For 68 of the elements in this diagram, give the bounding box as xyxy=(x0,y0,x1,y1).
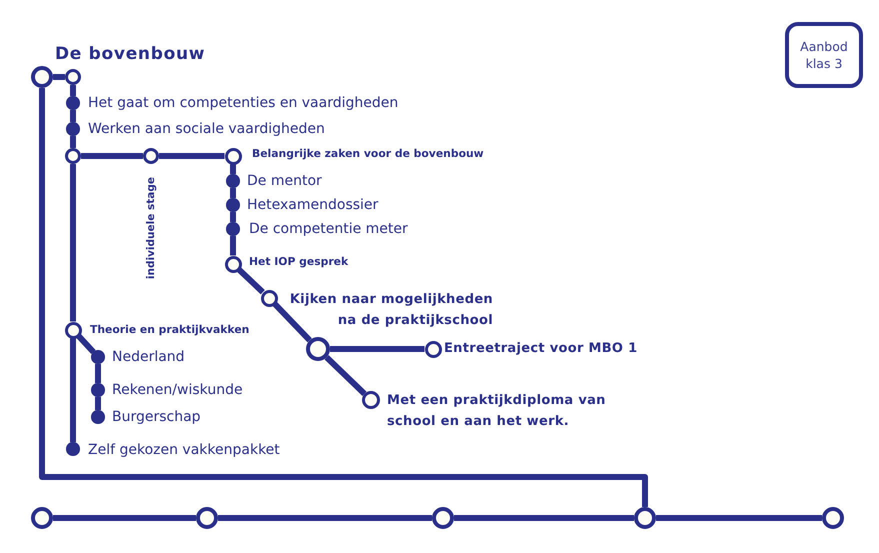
station-label: Theorie en praktijkvakken xyxy=(90,322,250,336)
station-label: Het gaat om competenties en vaardigheden xyxy=(88,94,398,113)
station-label: Entreetraject voor MBO 1 xyxy=(444,340,638,358)
metro-line xyxy=(237,268,265,294)
station-circle xyxy=(65,148,81,164)
station-dot xyxy=(226,198,240,212)
station-circle xyxy=(306,337,330,361)
station-circle xyxy=(224,148,242,164)
station-label: Belangrijke zaken voor de bovenbouw xyxy=(252,146,484,160)
metro-line xyxy=(81,153,143,159)
metro-line xyxy=(324,355,367,396)
station-dot xyxy=(91,410,105,424)
station-label: Het IOP gesprek xyxy=(249,254,348,268)
metro-line xyxy=(230,212,236,222)
info-card xyxy=(785,22,863,88)
metro-line xyxy=(76,334,96,354)
station-dot xyxy=(91,383,105,397)
metro-line xyxy=(70,85,76,96)
station-dot xyxy=(66,96,80,110)
station-circle xyxy=(64,322,82,338)
station-label: Rekenen/wiskunde xyxy=(112,381,243,400)
station-dot xyxy=(91,350,105,364)
metro-line xyxy=(70,338,76,442)
card-text: Aanbod klas 3 xyxy=(799,38,849,72)
metro-line xyxy=(230,164,236,174)
metro-line xyxy=(70,136,76,148)
metro-line xyxy=(330,346,424,352)
metro-line xyxy=(656,515,822,521)
station-circle xyxy=(65,69,81,85)
station-label: Met een praktijkdiploma van school en aan het werk. xyxy=(387,392,607,430)
metro-line xyxy=(230,236,236,256)
station-label: individuele stage xyxy=(144,177,158,280)
station-dot xyxy=(226,174,240,188)
metro-line xyxy=(70,110,76,122)
station-circle xyxy=(143,148,159,164)
station-label: De mentor xyxy=(247,172,322,191)
metro-line xyxy=(454,515,634,521)
station-label: Nederland xyxy=(112,348,185,367)
station-circle xyxy=(432,507,454,529)
metro-line xyxy=(95,396,101,410)
station-label: De competentie meter xyxy=(249,220,408,239)
metro-line xyxy=(70,164,76,322)
metro-line xyxy=(39,88,648,507)
station-circle xyxy=(362,391,380,409)
station-circle xyxy=(424,340,442,358)
station-circle xyxy=(196,507,218,529)
station-label: Zelf gekozen vakkenpakket xyxy=(88,441,280,460)
station-circle xyxy=(31,66,53,88)
diagram-title: De bovenbouw xyxy=(55,43,206,65)
station-circle xyxy=(822,507,844,529)
station-circle xyxy=(224,256,242,272)
station-circle xyxy=(634,507,656,529)
station-dot xyxy=(66,122,80,136)
station-label: Burgerschap xyxy=(112,408,201,427)
metro-line xyxy=(272,302,312,342)
station-circle xyxy=(31,507,53,529)
metro-line xyxy=(53,515,196,521)
metro-line xyxy=(53,74,65,80)
station-label: Kijken naar mogelijkheden na de praktijkschool xyxy=(288,290,493,330)
metro-line xyxy=(95,364,101,384)
metro-line xyxy=(230,188,236,198)
metro-line xyxy=(159,153,224,159)
metro-line xyxy=(218,515,432,521)
station-dot xyxy=(226,222,240,236)
station-label: Werken aan sociale vaardigheden xyxy=(88,120,325,139)
station-dot xyxy=(66,442,80,456)
station-circle xyxy=(260,290,278,306)
station-label: Hetexamendossier xyxy=(247,196,378,215)
